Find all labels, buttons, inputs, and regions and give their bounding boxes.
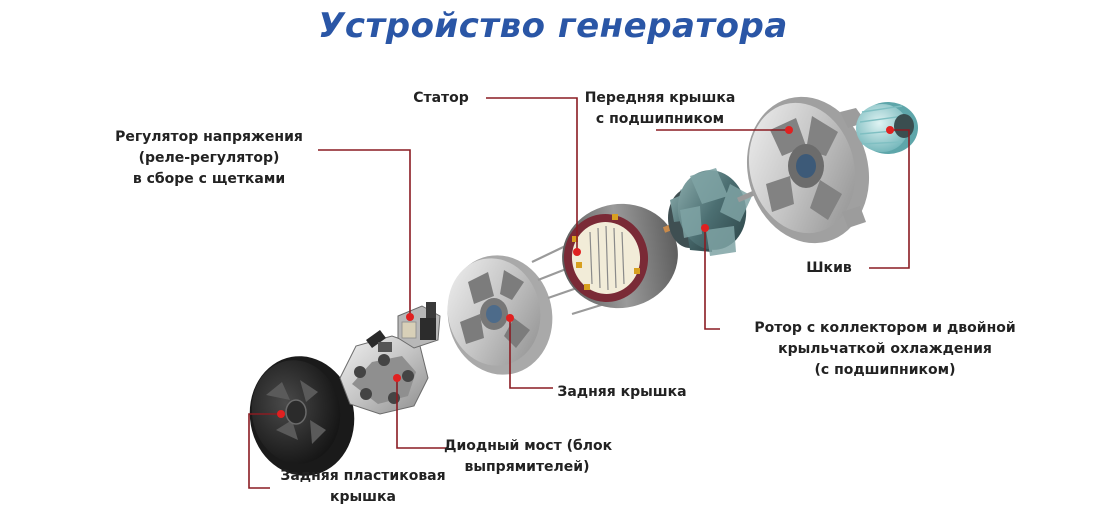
leader-diode-bridge [396,378,447,449]
label-line: крыльчаткой охлаждения [778,341,992,357]
marker-front-cover [785,126,793,134]
markers [277,126,894,418]
leader-pulley [869,129,910,269]
label-rear-plastic-cover: Задняя пластиковая крышка [272,466,454,508]
label-line: Передняя крышка [584,90,736,106]
label-line: Регулятор напряжения [115,129,303,145]
label-diode-bridge: Диодный мост (блок выпрямителей) [444,436,613,478]
leader-rotor [704,228,720,330]
label-line: Задняя пластиковая [280,468,446,484]
leader-regulator [318,149,411,317]
label-line: в сборе с щетками [132,171,286,187]
label-line: (с подшипником) [814,362,956,378]
label-line: Ротор с коллектором и двойной [754,320,1016,336]
stator-part [562,203,678,309]
label-rotor: Ротор с коллектором и двойной крыльчатко… [740,318,1030,381]
label-line: Шкив [806,260,852,276]
label-stator: Статор [404,88,478,109]
rear-cover-part [447,255,553,375]
diode-bridge-part [339,330,429,415]
leader-lines [248,97,910,489]
marker-pulley [886,126,894,134]
rear-plastic-cover-part [249,356,355,476]
label-line: с подшипником [595,111,725,127]
label-line: Задняя крышка [557,384,687,400]
marker-rear-cover [506,314,514,322]
marker-diode-bridge [393,374,401,382]
front-cover-part [746,96,870,244]
label-front-cover: Передняя крышка с подшипником [568,88,752,130]
voltage-regulator-part [397,302,441,349]
diagram-title: Устройство генератора [318,6,788,46]
label-rear-cover: Задняя крышка [553,382,691,403]
leader-rear-cover [509,318,553,389]
leader-stator [486,97,578,252]
marker-regulator [406,313,414,321]
marker-rear-plastic-cover [277,410,285,418]
marker-rotor [701,224,709,232]
label-line: выпрямителей) [464,459,590,475]
label-line: (реле-регулятор) [138,150,280,166]
leader-rear-plastic-cover [248,413,281,489]
pulley-part [856,102,918,154]
label-line: Статор [413,90,469,106]
label-line: крышка [329,489,396,505]
label-regulator: Регулятор напряжения (реле-регулятор) в … [106,127,312,190]
marker-stator [573,248,581,256]
label-line: Диодный мост (блок [444,438,613,454]
label-pulley: Шкив [798,258,860,279]
